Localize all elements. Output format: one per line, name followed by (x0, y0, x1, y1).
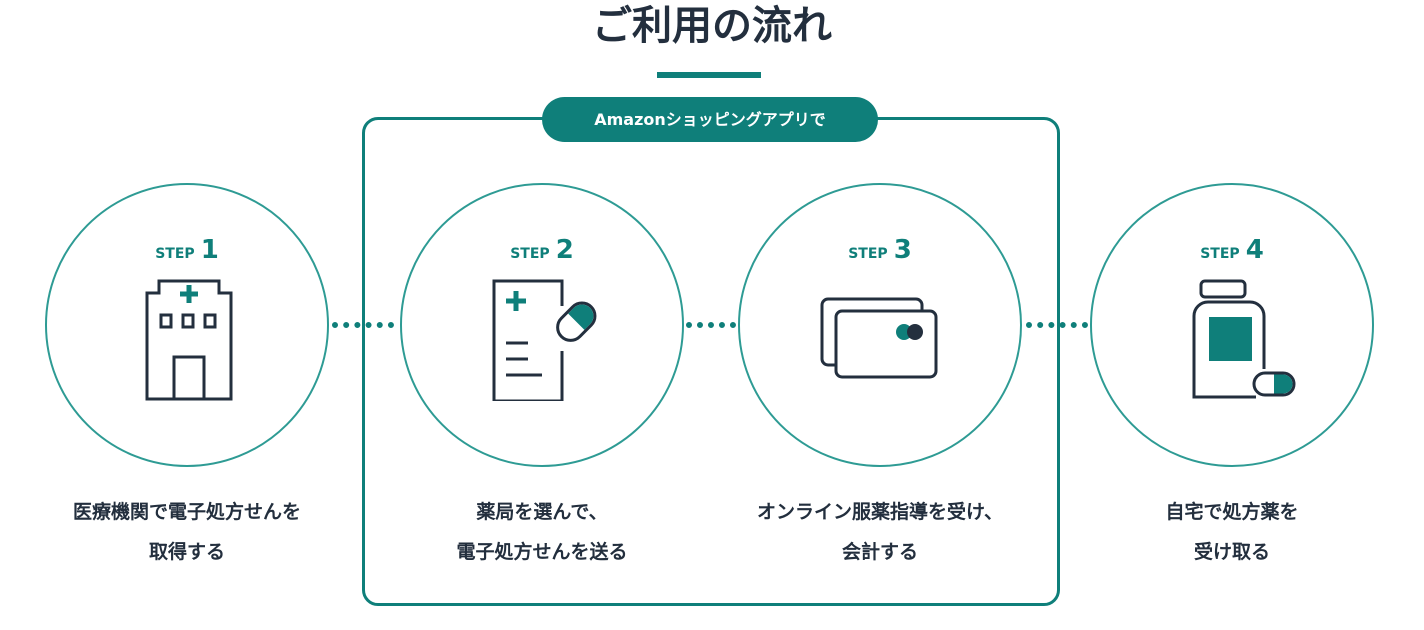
step-number: 2 (555, 235, 574, 265)
step-4-circle: STEP 4 (1090, 183, 1374, 467)
step-3-description: オンライン服薬指導を受け、会計する (756, 501, 1004, 563)
step-label: STEP (155, 246, 195, 262)
step-3-circle: STEP 3 (738, 183, 1022, 467)
step-4-description: 自宅で処方薬を受け取る (1165, 501, 1299, 563)
title-underline (657, 72, 761, 78)
step-label: STEP (1200, 246, 1240, 262)
step-1-circle: STEP 1 (45, 183, 329, 467)
connector-2-3 (686, 322, 736, 334)
connector-3-4 (1026, 322, 1088, 334)
step-2-description: 薬局を選んで、電子処方せんを送る (456, 501, 628, 563)
connector-1-2 (332, 322, 394, 334)
step-number: 4 (1245, 235, 1264, 265)
prescription-icon (492, 279, 597, 401)
payment-cards-icon (820, 297, 938, 379)
hospital-icon (145, 279, 233, 401)
step-number: 3 (893, 235, 912, 265)
step-1-description: 医療機関で電子処方せんを取得する (72, 501, 301, 563)
step-label: STEP (848, 246, 888, 262)
step-2-circle: STEP 2 (400, 183, 684, 467)
step-number: 1 (200, 235, 219, 265)
page-title: ご利用の流れ (592, 3, 832, 49)
amazon-app-badge: Amazonショッピングアプリで (542, 97, 878, 142)
step-label: STEP (510, 246, 550, 262)
medicine-bottle-icon (1192, 279, 1296, 399)
